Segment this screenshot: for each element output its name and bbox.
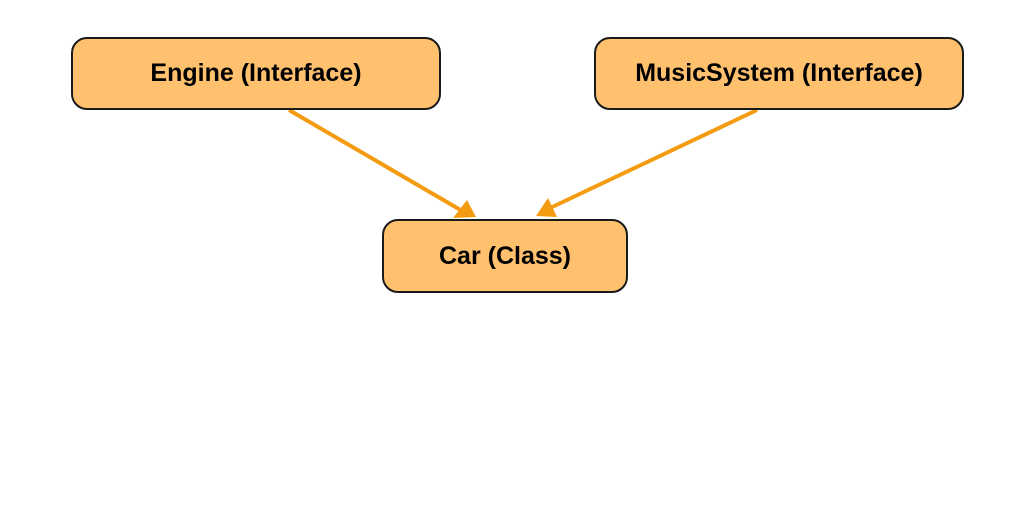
engine-interface-label: Engine (Interface): [150, 59, 362, 87]
music-system-interface-node[interactable]: MusicSystem (Interface): [594, 37, 964, 110]
engine-interface-node[interactable]: Engine (Interface): [71, 37, 441, 110]
arrowhead-music-system-to-car: [536, 198, 557, 217]
car-class-node[interactable]: Car (Class): [382, 219, 628, 293]
arrowhead-engine-to-car: [453, 200, 476, 218]
edge-engine-to-car: [287, 108, 466, 214]
car-class-label: Car (Class): [439, 241, 571, 270]
music-system-interface-label: MusicSystem (Interface): [635, 59, 923, 87]
edge-music-system-to-car: [547, 108, 758, 211]
